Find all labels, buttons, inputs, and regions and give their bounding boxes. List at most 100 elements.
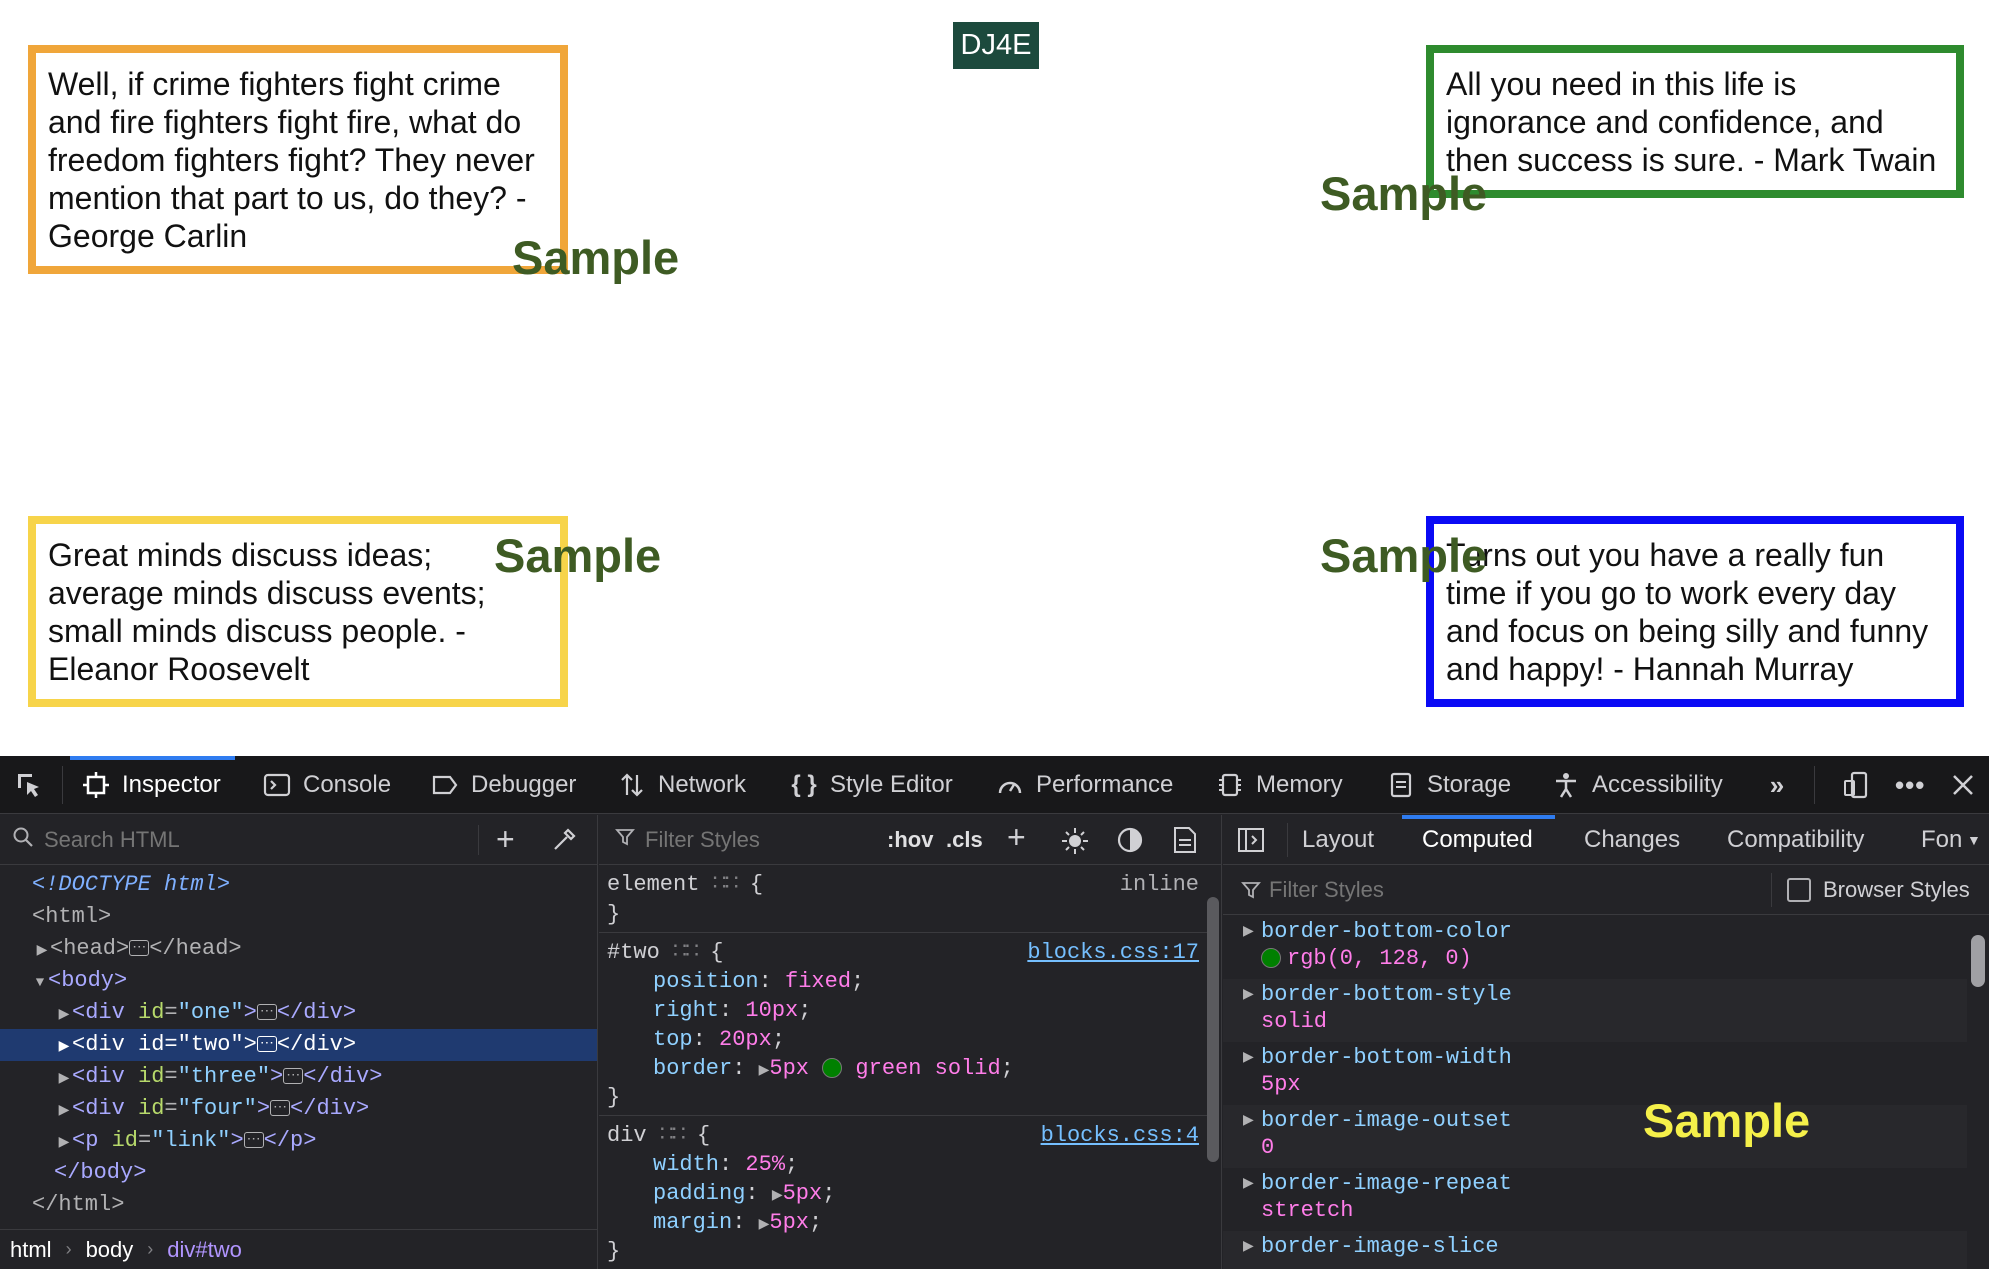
computed-filter-input[interactable]: [1269, 877, 1569, 903]
tree-node-div-two[interactable]: ▶<div id="two">⋯</div>: [0, 1029, 597, 1061]
breadcrumb-item[interactable]: html: [10, 1236, 52, 1262]
print-media-icon[interactable]: [1173, 826, 1197, 860]
toggle-sidebar-icon[interactable]: [1237, 827, 1265, 860]
tree-node-p-link[interactable]: ▶<p id="link">⋯</p>: [0, 1125, 597, 1157]
computed-row[interactable]: ▶ border-bottom-color rgb(0, 128, 0): [1223, 916, 1967, 979]
brand-logo[interactable]: DJ4E: [953, 22, 1039, 69]
css-value[interactable]: 10px: [745, 998, 799, 1023]
collapsed-ellipsis-icon[interactable]: ⋯: [256, 1004, 277, 1021]
tab-layout[interactable]: Layout: [1302, 826, 1375, 853]
tab-computed[interactable]: Computed: [1402, 815, 1555, 865]
rules-scrollbar[interactable]: [1207, 897, 1219, 1162]
expand-arrow-icon[interactable]: ▶: [771, 1188, 783, 1204]
collapse-arrow-icon[interactable]: ▼: [35, 975, 45, 991]
expand-arrow-icon[interactable]: ▶: [758, 1217, 770, 1233]
tree-node-body-close[interactable]: </body>: [0, 1157, 597, 1189]
collapsed-ellipsis-icon[interactable]: ⋯: [243, 1132, 264, 1149]
computed-row[interactable]: ▶ border-bottom-width 5px: [1223, 1042, 1967, 1105]
rule-selector[interactable]: div: [607, 1123, 647, 1148]
tab-fonts[interactable]: Fon: [1921, 826, 1963, 853]
expand-arrow-icon[interactable]: ▶: [58, 1103, 70, 1119]
css-value[interactable]: 5px: [782, 1181, 823, 1206]
expand-arrow-icon[interactable]: ▶: [1243, 1176, 1254, 1192]
tree-node-div-one[interactable]: ▶<div id="one">⋯</div>: [0, 997, 597, 1029]
tab-style-editor[interactable]: { } Style Editor: [790, 756, 952, 814]
expand-arrow-icon[interactable]: ▶: [1243, 1050, 1254, 1066]
add-rule-icon[interactable]: +: [1007, 819, 1026, 855]
expand-arrow-icon[interactable]: ▶: [58, 1135, 70, 1151]
expand-arrow-icon[interactable]: ▶: [36, 943, 48, 959]
css-value[interactable]: 25%: [745, 1152, 786, 1177]
color-swatch[interactable]: [1261, 948, 1281, 969]
more-options-icon[interactable]: •••: [1895, 770, 1926, 800]
css-property[interactable]: padding: [653, 1181, 746, 1206]
expand-arrow-icon[interactable]: ▶: [58, 1071, 70, 1087]
tab-compatibility[interactable]: Compatibility: [1727, 826, 1865, 853]
tab-performance[interactable]: Performance: [996, 756, 1173, 814]
tab-accessibility[interactable]: Accessibility: [1552, 756, 1723, 814]
tab-console[interactable]: Console: [263, 756, 391, 814]
hover-state-toggle[interactable]: :hov: [887, 826, 934, 852]
expand-arrow-icon[interactable]: ▶: [1243, 987, 1254, 1003]
tree-node-html-close[interactable]: </html>: [0, 1189, 597, 1221]
computed-row[interactable]: ▶ border-image-slice: [1223, 1231, 1967, 1269]
search-html-input[interactable]: [44, 826, 464, 853]
computed-row[interactable]: ▶ border-image-repeat stretch: [1223, 1168, 1967, 1231]
computed-row[interactable]: ▶ border-image-outset 0: [1223, 1105, 1967, 1168]
expand-arrow-icon[interactable]: ▶: [1243, 1239, 1254, 1255]
filter-styles-input[interactable]: [645, 826, 895, 853]
css-property[interactable]: width: [653, 1152, 720, 1177]
css-value[interactable]: 5px: [769, 1210, 810, 1235]
css-property[interactable]: margin: [653, 1210, 733, 1235]
eyedropper-icon[interactable]: [551, 827, 577, 859]
collapsed-ellipsis-icon[interactable]: ⋯: [256, 1036, 277, 1053]
tree-node-body[interactable]: ▼<body>: [0, 965, 597, 997]
css-property[interactable]: top: [653, 1027, 693, 1052]
expand-arrow-icon[interactable]: ▶: [1243, 1113, 1254, 1129]
add-node-icon[interactable]: +: [496, 821, 515, 857]
expand-arrow-icon[interactable]: ▶: [1243, 924, 1254, 940]
tree-node-div-four[interactable]: ▶<div id="four">⋯</div>: [0, 1093, 597, 1125]
rule-selector[interactable]: element: [607, 872, 700, 897]
css-property[interactable]: border: [653, 1056, 733, 1081]
computed-row[interactable]: ▶ border-bottom-style solid: [1223, 979, 1967, 1042]
rule-source-link[interactable]: blocks.css:17: [1027, 940, 1199, 965]
tab-changes[interactable]: Changes: [1584, 826, 1681, 853]
element-picker-icon[interactable]: [14, 770, 44, 800]
expand-arrow-icon[interactable]: ▶: [58, 1039, 70, 1055]
css-property[interactable]: position: [653, 969, 759, 994]
rule-selector[interactable]: #two: [607, 940, 660, 965]
collapsed-ellipsis-icon[interactable]: ⋯: [283, 1068, 304, 1085]
tree-node-head[interactable]: ▶<head>⋯</head>: [0, 933, 597, 965]
tree-node-html[interactable]: <html>: [0, 901, 597, 933]
expand-arrow-icon[interactable]: ▶: [58, 1007, 70, 1023]
responsive-design-icon[interactable]: [1842, 770, 1872, 800]
collapsed-ellipsis-icon[interactable]: ⋯: [129, 940, 150, 957]
tab-memory[interactable]: Memory: [1216, 756, 1343, 814]
more-tabs-chevron-icon[interactable]: »: [1769, 770, 1785, 800]
browser-styles-checkbox[interactable]: [1787, 878, 1811, 902]
css-value[interactable]: 5px: [769, 1056, 810, 1081]
tree-node-div-three[interactable]: ▶<div id="three">⋯</div>: [0, 1061, 597, 1093]
color-swatch[interactable]: [822, 1058, 843, 1079]
dark-theme-icon[interactable]: [1117, 827, 1143, 859]
tab-network[interactable]: Network: [618, 756, 746, 814]
light-theme-icon[interactable]: [1061, 827, 1089, 861]
tab-debugger[interactable]: Debugger: [431, 756, 576, 814]
close-icon[interactable]: [1948, 770, 1978, 800]
css-value[interactable]: fixed: [785, 969, 852, 994]
css-value[interactable]: green solid: [855, 1056, 1001, 1081]
css-property[interactable]: right: [653, 998, 720, 1023]
classes-toggle[interactable]: .cls: [946, 826, 983, 852]
tab-inspector[interactable]: Inspector: [70, 756, 235, 814]
expand-arrow-icon[interactable]: ▶: [758, 1063, 770, 1079]
chevron-down-icon[interactable]: ▼: [1967, 832, 1981, 848]
collapsed-ellipsis-icon[interactable]: ⋯: [270, 1100, 291, 1117]
breadcrumb-item[interactable]: body: [85, 1236, 134, 1262]
rule-source-link[interactable]: blocks.css:4: [1040, 1123, 1199, 1148]
breadcrumb-item[interactable]: div#two: [167, 1236, 242, 1262]
css-value[interactable]: 20px: [719, 1027, 772, 1052]
computed-scrollbar[interactable]: [1971, 935, 1985, 987]
tab-storage[interactable]: Storage: [1387, 756, 1511, 814]
tree-node-doctype[interactable]: <!DOCTYPE html>: [0, 869, 597, 901]
